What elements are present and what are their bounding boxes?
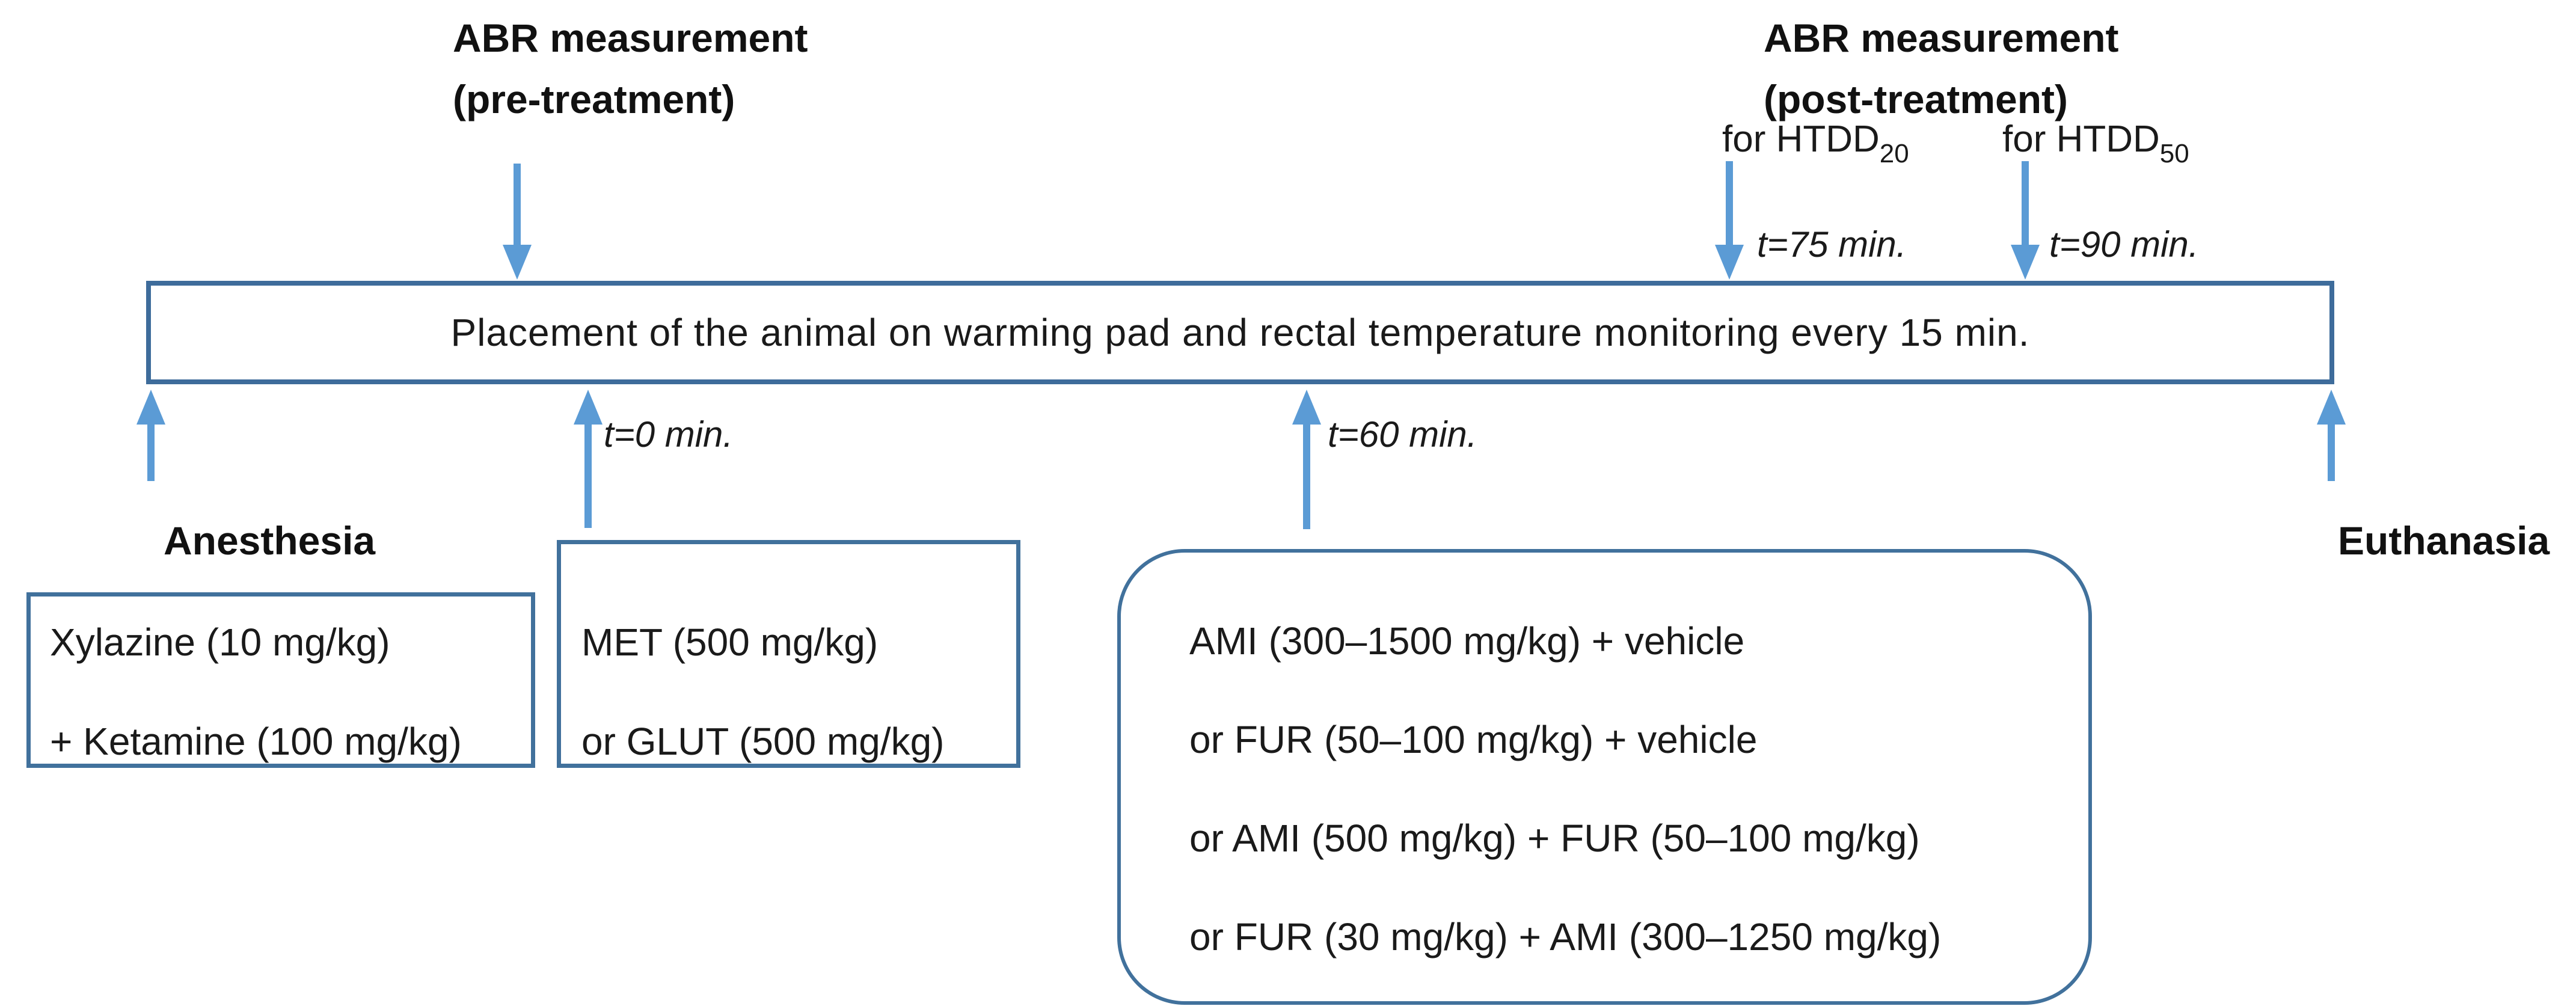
treatment-drug-box: AMI (300–1500 mg/kg) + vehicle or FUR (5… — [1117, 549, 2092, 1005]
arrow-head-down-icon — [2011, 245, 2040, 280]
treatment-drug-line: AMI (300–1500 mg/kg) + vehicle — [1189, 619, 1745, 663]
htdd20-prefix: for HTDD — [1722, 118, 1880, 160]
arrow-stem — [2328, 423, 2335, 481]
t60-up-arrow-icon — [1292, 390, 1321, 529]
abr-posttreatment-line1: ABR measurement — [1764, 16, 2119, 60]
abr-pretreatment-label: ABR measurement (pre-treatment) — [453, 7, 808, 130]
htdd20-subscript: 20 — [1879, 139, 1909, 168]
htdd50-label: for HTDD50 — [2002, 118, 2189, 167]
htdd20-label: for HTDD20 — [1722, 118, 1909, 167]
euthanasia-label: Euthanasia — [2338, 518, 2550, 563]
arrow-head-up-icon — [574, 390, 603, 425]
htdd50-subscript: 50 — [2159, 139, 2189, 168]
arrow-head-up-icon — [2317, 390, 2346, 425]
pretreatment-drug-line: MET (500 mg/kg) — [581, 621, 879, 664]
t0-label: t=0 min. — [604, 414, 734, 455]
arrow-head-up-icon — [136, 390, 165, 425]
t60-label: t=60 min. — [1328, 414, 1477, 455]
treatment-drug-line: or AMI (500 mg/kg) + FUR (50–100 mg/kg) — [1189, 817, 1920, 860]
arrow-head-down-icon — [1715, 245, 1744, 280]
arrow-head-down-icon — [503, 245, 532, 280]
t90-label: t=90 min. — [2049, 224, 2199, 265]
abr-pretreatment-line1: ABR measurement — [453, 16, 808, 60]
arrow-stem — [1726, 161, 1733, 246]
pre-abr-down-arrow-icon — [503, 164, 532, 280]
pretreatment-drug-line: or GLUT (500 mg/kg) — [581, 720, 945, 763]
arrow-stem — [2022, 161, 2029, 246]
anesthesia-up-arrow-icon — [136, 390, 165, 481]
arrow-stem — [1303, 423, 1310, 529]
pretreatment-drug-box: MET (500 mg/kg) or GLUT (500 mg/kg) — [557, 540, 1020, 768]
arrow-stem — [147, 423, 155, 481]
timeline-bar-label: Placement of the animal on warming pad a… — [450, 311, 2030, 354]
t90-down-arrow-icon — [2011, 161, 2040, 280]
arrow-stem — [584, 423, 592, 528]
anesthesia-drug-line: + Ketamine (100 mg/kg) — [50, 720, 462, 763]
t75-label: t=75 min. — [1757, 224, 1907, 265]
abr-posttreatment-label: ABR measurement (post-treatment) — [1764, 7, 2119, 130]
treatment-drug-line: or FUR (30 mg/kg) + AMI (300–1250 mg/kg) — [1189, 915, 1942, 958]
arrow-head-up-icon — [1292, 390, 1321, 425]
t0-up-arrow-icon — [574, 390, 603, 528]
anesthesia-drug-box: Xylazine (10 mg/kg) + Ketamine (100 mg/k… — [26, 592, 535, 768]
treatment-drug-line: or FUR (50–100 mg/kg) + vehicle — [1189, 718, 1758, 761]
abr-pretreatment-line2: (pre-treatment) — [453, 77, 735, 121]
anesthesia-drug-line: Xylazine (10 mg/kg) — [50, 621, 390, 664]
htdd50-prefix: for HTDD — [2002, 118, 2160, 160]
arrow-stem — [514, 164, 521, 246]
abr-posttreatment-line2: (post-treatment) — [1764, 77, 2068, 121]
euthanasia-up-arrow-icon — [2317, 390, 2346, 481]
timeline-bar: Placement of the animal on warming pad a… — [146, 281, 2334, 384]
t75-down-arrow-icon — [1715, 161, 1744, 280]
anesthesia-label: Anesthesia — [164, 518, 376, 563]
